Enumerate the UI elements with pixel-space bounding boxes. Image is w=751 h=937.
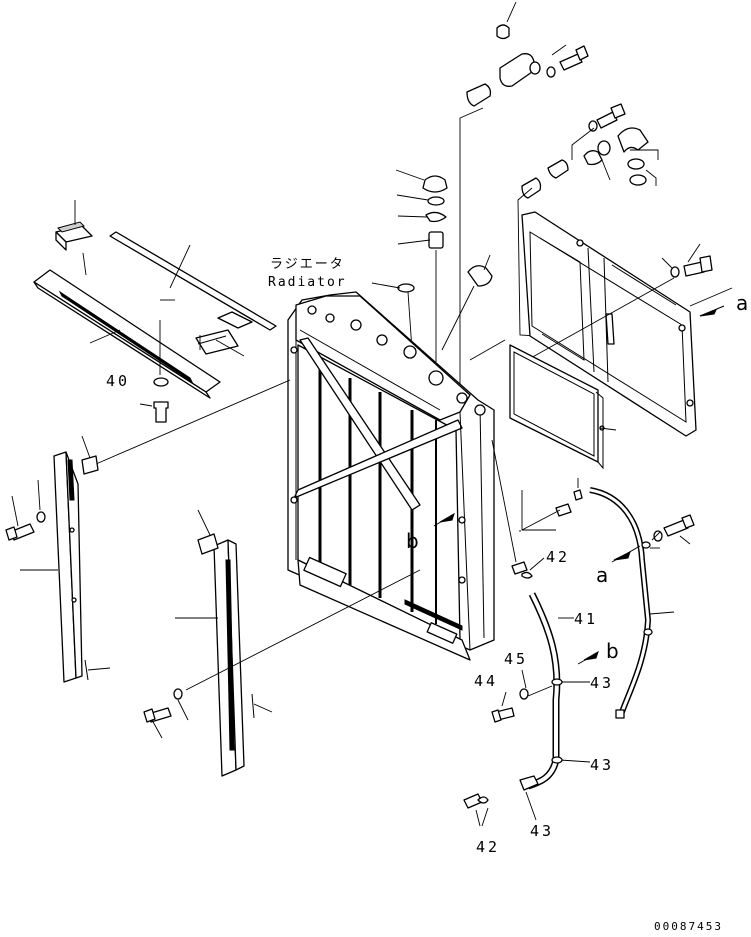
- hose-elbow-part: [617, 127, 649, 153]
- callout-44: 44: [474, 672, 498, 690]
- radiator-cap-assembly: [371, 169, 493, 370]
- callout-40: 40: [106, 372, 130, 390]
- center-side-seal: [143, 509, 421, 777]
- radiator-core: [287, 291, 495, 661]
- callout-42-upper: 42: [546, 548, 570, 566]
- callout-41: 41: [574, 610, 598, 628]
- ref-a-upper: a: [736, 291, 748, 315]
- drawing-code: 00087453: [654, 920, 723, 933]
- ref-b-hose: b: [606, 639, 619, 663]
- callout-43-lower: 43: [530, 822, 554, 840]
- callout-labels: ラジエータ Radiator 40 41 42 42 43 43 43 44 4…: [106, 257, 748, 933]
- filler-neck-part: [428, 231, 444, 249]
- ref-b-core: b: [406, 529, 419, 553]
- callout-45: 45: [504, 650, 528, 668]
- callout-43-upper: 43: [590, 674, 614, 692]
- left-side-seal: [5, 435, 111, 683]
- callout-42-lower: 42: [476, 838, 500, 856]
- title-en: Radiator: [268, 275, 347, 290]
- right-hose-assembly: [517, 103, 659, 341]
- overflow-hose-assembly: [433, 439, 695, 827]
- radiator-cap-part: [422, 175, 448, 193]
- drain-valve-part: [467, 265, 493, 287]
- side-cooler-panel: [469, 339, 617, 470]
- ref-a-lower: a: [596, 563, 608, 587]
- top-hose-assembly: [459, 1, 589, 400]
- elbow-pipe-part: [499, 53, 535, 87]
- gasket-part: [466, 83, 492, 107]
- fan-shroud-frame: [519, 211, 733, 437]
- callout-43-middle: 43: [590, 756, 614, 774]
- top-seal-assembly: [33, 200, 291, 465]
- title-jp: ラジエータ: [270, 257, 345, 272]
- small-plug-part: [496, 24, 510, 40]
